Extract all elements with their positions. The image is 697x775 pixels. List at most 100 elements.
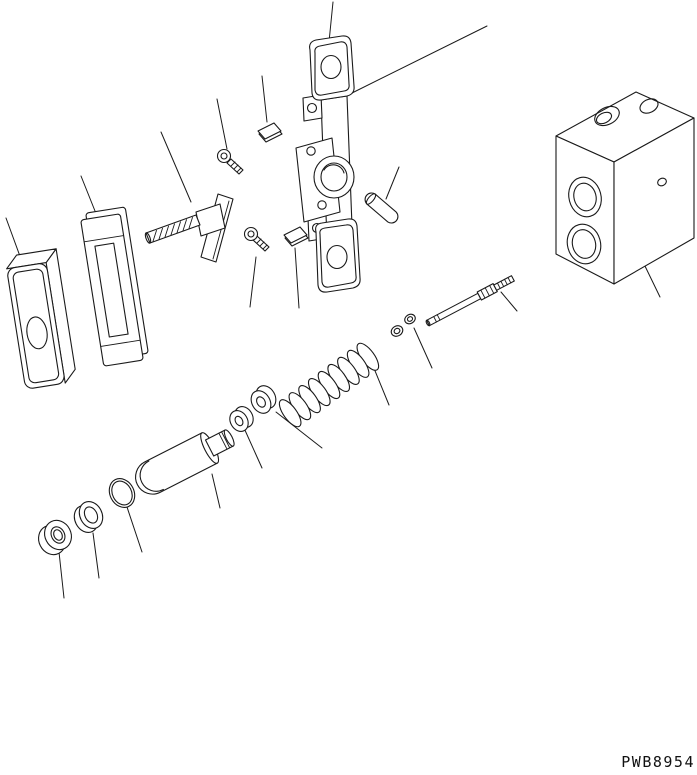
leader-line [351,25,488,94]
screw-head [216,148,232,164]
plug-body [135,432,218,495]
clamp-boss [313,155,355,199]
leader-line [294,247,300,309]
rod-tip-cap [425,319,431,327]
plug-body-arc [139,460,164,492]
washer-hole [256,396,266,408]
washer-front [229,410,249,432]
screw-tip [144,232,152,244]
front-bore-upper [568,176,602,218]
plate-bottom-lobe [315,218,361,293]
boot-oval-opening [26,316,48,350]
plate-top-hole [320,54,342,80]
leader-line [160,131,192,203]
nut [38,519,72,556]
rod-shaft [426,292,482,327]
rod-collar-line [433,316,437,323]
leader-line [643,263,661,298]
clamp-screw-hole-upper [306,146,316,156]
leader-line [58,551,65,599]
shim-front [283,226,308,244]
shim-front [257,122,282,140]
seal-ring [73,501,104,533]
bracket-fold-line [83,235,125,243]
bracket-fold-line [100,339,141,347]
nose-groove [221,431,231,449]
leader-line [275,411,323,449]
leader-line [92,532,100,579]
washer-front [250,390,272,414]
shim-top [257,122,283,143]
leader-line [500,291,518,312]
leader-line [249,256,257,308]
o-ring-outer [108,478,136,508]
ring-outline [390,325,404,337]
t-handle-screw [144,193,234,263]
block-right-face [613,117,695,285]
leader-line [413,327,433,369]
tip-thread [496,282,501,289]
top-port-hole [594,105,620,127]
washer-hole [234,415,244,427]
nut-bore [50,526,66,544]
pin-end-face [365,193,377,205]
screw-head [243,226,259,242]
pin [364,192,399,224]
ring-small-outer [390,325,404,337]
seal-front [78,501,104,529]
plate-bottom-hole [326,244,348,270]
ring-outline [404,313,416,325]
leader-line [385,166,400,200]
leader-lines [5,1,661,599]
screw-socket [247,230,255,238]
front-bore-lower [566,223,602,265]
handle-boss [195,203,226,237]
o-ring [108,478,136,508]
plate-top-lobe [309,35,355,101]
nut-bore-inner [53,529,63,541]
thread-ticks [152,216,193,242]
bracket-cutout [94,242,129,338]
spring [278,342,380,428]
handle-bar-edge [212,200,230,260]
thread-ticks [230,161,242,173]
socket-screw-top [216,148,244,175]
plate-bottom-lobe-inner [319,224,357,288]
top-port-counterbore [595,111,613,125]
land-band [489,284,495,294]
pin-body [364,192,399,224]
valve-block [555,91,695,285]
leader-line [328,1,334,43]
tip-thread [507,277,512,284]
boot-inner-contour [12,268,60,384]
leader-line [261,75,268,123]
clamp [295,137,355,223]
shim-bottom [283,226,309,247]
block-left-face [555,135,615,285]
screw-body [226,158,244,175]
leader-line [211,473,221,509]
leader-line [243,427,263,469]
clamp-boss-arc [323,164,345,174]
ring-hole [406,316,414,322]
screw-socket [220,152,228,160]
rubber-boot [6,248,76,389]
o-ring-inner [111,480,133,506]
boot-front-face [7,263,65,389]
front-bore-lower-inner [571,229,597,259]
plate-top-lobe-inner [314,41,350,96]
plug-nose-end [223,429,235,447]
land-band [480,289,486,299]
top-port-hole-small [639,98,659,114]
leader-line [126,506,143,553]
leader-line [216,98,228,150]
plate-tab-upper-hole [306,102,318,114]
spring-seat-washer [250,385,277,414]
tip-thread [504,278,508,286]
socket-screw-bottom [243,226,270,252]
ring-small-inner [404,313,416,325]
spool-rod [425,275,515,327]
tip-thread [500,280,505,288]
side-pilot-hole [657,177,667,187]
